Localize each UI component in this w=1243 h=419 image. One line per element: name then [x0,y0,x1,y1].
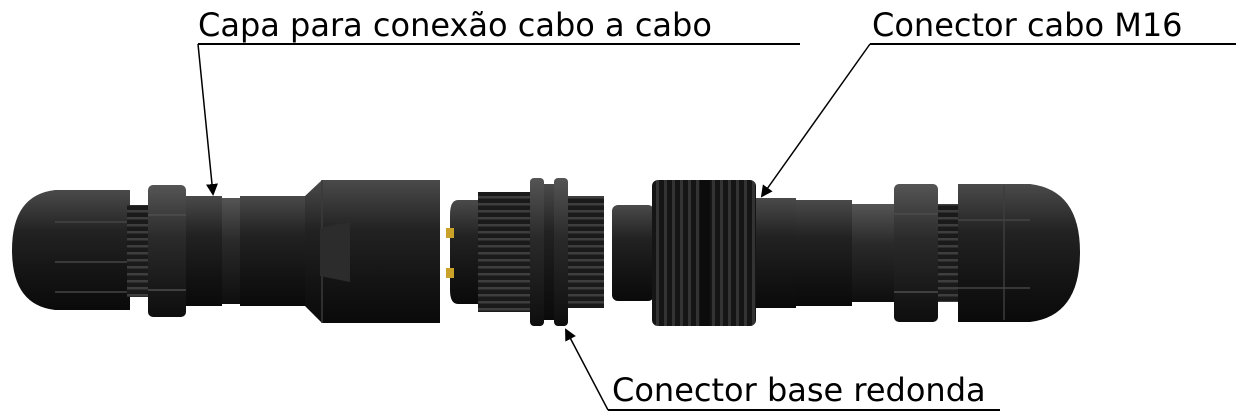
pin-top [446,228,454,238]
cable-connector-part [612,180,1080,326]
callout-cable-connector: Conector cabo M16 [760,6,1236,198]
leader-arrow-cap [197,43,218,196]
leader-arrow-cable-connector [760,43,871,198]
leader-arrow-base-connector [565,328,609,411]
callout-cap: Capa para conexão cabo a cabo [197,6,800,196]
label-cable-connector: Conector cabo M16 [872,6,1183,44]
label-base-connector: Conector base redonda [612,371,986,409]
label-cap: Capa para conexão cabo a cabo [198,6,712,44]
callout-base-connector: Conector base redonda [565,328,1000,411]
pin-bottom [446,268,454,278]
cap-part [12,180,440,323]
base-connector-part [446,178,604,326]
